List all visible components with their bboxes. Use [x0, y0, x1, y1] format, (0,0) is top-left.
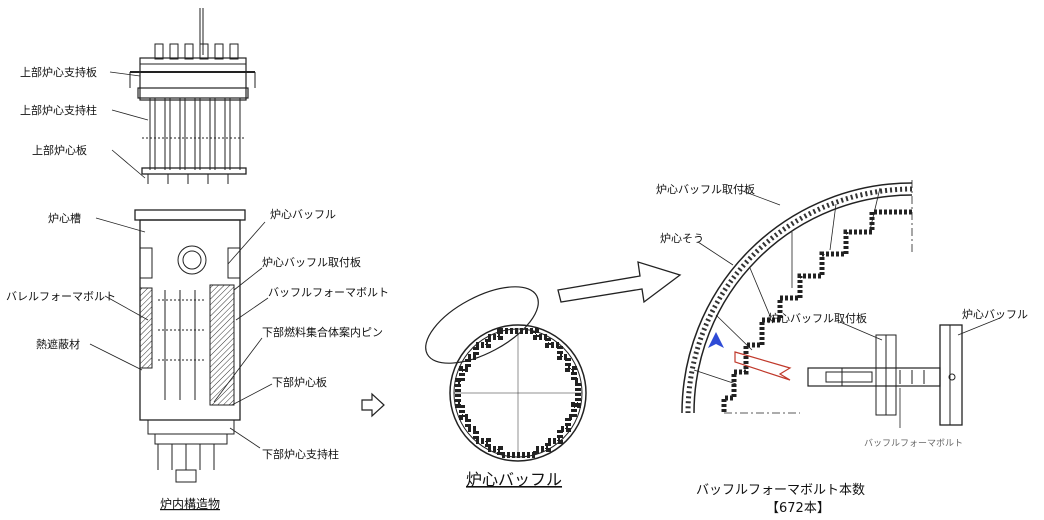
- label-lower-fuel-guide-pin: 下部燃料集合体案内ピン: [262, 325, 383, 339]
- baffle-outline: [455, 328, 581, 458]
- label-thermal-shield: 熱遮蔽材: [36, 337, 80, 351]
- label-core-barrel: 炉心槽: [48, 212, 81, 225]
- label-detail-baffle-former-plate: 炉心バッフル取付板: [768, 311, 867, 325]
- detail-count: 【672本】: [766, 501, 830, 516]
- bolt-detail: [807, 324, 963, 426]
- label-upper-core-support-column: 上部炉心支持柱: [20, 103, 97, 117]
- internals-labels: 上部炉心支持板 上部炉心支持柱 上部炉心板 炉心槽 バレルフォーマボルト 熱遮蔽…: [6, 65, 389, 511]
- label-core-baffle: 炉心バッフル: [270, 208, 336, 221]
- label-detail-core-baffle: 炉心バッフル: [962, 308, 1028, 321]
- baffle-caption: 炉心バッフル: [466, 470, 562, 489]
- label-upper-core-support-plate: 上部炉心支持板: [20, 65, 97, 79]
- label-upper-core-plate: 上部炉心板: [32, 143, 87, 157]
- detail-leader-lines: [697, 189, 1001, 428]
- label-lower-core-support-column: 下部炉心支持柱: [262, 447, 339, 461]
- label-detail-baffle-former-plate-top: 炉心バッフル取付板: [656, 182, 755, 196]
- upper-support-structure: [129, 57, 256, 101]
- upper-support-columns: [141, 98, 247, 184]
- label-lower-core-plate: 下部炉心板: [272, 375, 327, 389]
- arrow-to-baffle-icon: [361, 392, 385, 418]
- detail-labels: 炉心バッフル取付板 炉心そう 炉心バッフル取付板 炉心バッフル バッフルフォーマ…: [656, 182, 1028, 516]
- label-baffle-former-plate: 炉心バッフル取付板: [262, 255, 361, 269]
- label-detail-baffle-former-bolt: バッフルフォーマボルト: [864, 438, 963, 449]
- label-baffle-former-bolt: バッフルフォーマボルト: [268, 286, 389, 299]
- label-barrel-former-bolt: バレルフォーマボルト: [6, 290, 116, 303]
- baffle-staircase: [721, 209, 912, 413]
- baffle-cross-section: [425, 286, 587, 462]
- quadrant-detail: [681, 180, 913, 414]
- upper-guide-tubes: [154, 8, 239, 60]
- reactor-internals-drawing: [89, 8, 273, 483]
- highlight-markers: [708, 332, 792, 381]
- label-detail-core-barrel: 炉心そう: [660, 232, 704, 245]
- core-barrel-assembly: [134, 209, 246, 483]
- arrow-to-detail-icon: [557, 261, 682, 304]
- internals-caption: 炉内構造物: [160, 497, 220, 511]
- detail-caption: バッフルフォーマボルト本数: [696, 483, 865, 498]
- internals-leader-lines: [89, 71, 273, 449]
